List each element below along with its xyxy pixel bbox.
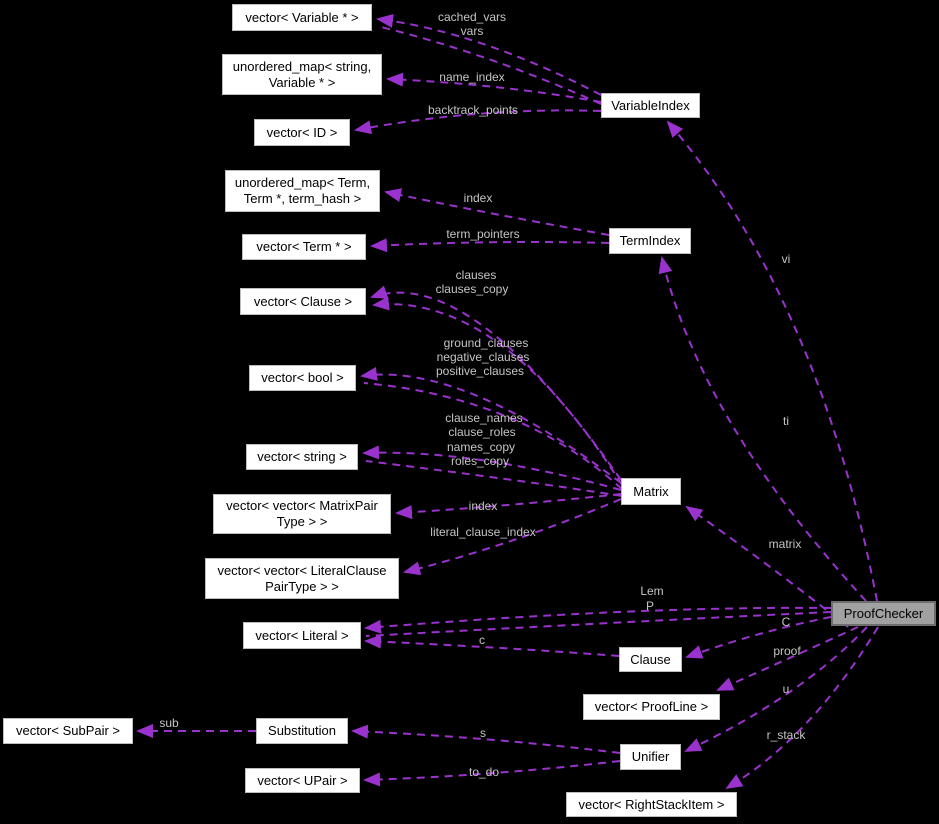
node-vec-literal[interactable]: vector< Literal > — [243, 622, 361, 649]
node-termindex[interactable]: TermIndex — [609, 228, 691, 254]
edge-variableindex-to-vec-variable-ptr — [376, 13, 602, 96]
edge-proofchecker-to-vec-rightstackitem — [725, 626, 879, 790]
node-label: unordered_map< Term, Term *, term_hash > — [234, 175, 371, 206]
node-label: vector< Variable * > — [245, 9, 359, 25]
edge-matrix-to-vec-clause — [372, 296, 623, 486]
node-vec-upair[interactable]: vector< UPair > — [245, 768, 360, 793]
node-label: Unifier — [631, 749, 670, 764]
node-vec-proofline[interactable]: vector< ProofLine > — [583, 694, 720, 720]
edge-matrix-to-vec-vec-literalclausepairtype — [403, 498, 622, 576]
node-variableindex[interactable]: VariableIndex — [601, 93, 700, 118]
node-label: Clause — [630, 651, 671, 667]
node-substitution[interactable]: Substitution — [256, 718, 348, 744]
node-label: vector< string > — [257, 449, 347, 464]
node-umap-string-variable[interactable]: unordered_map< string, Variable * > — [222, 54, 382, 95]
edge-matrix-to-vec-string — [362, 445, 622, 491]
node-label: unordered_map< string, Variable * > — [232, 58, 372, 90]
node-label: vector< ID > — [266, 124, 338, 140]
edge-proofchecker-to-vec-literal — [364, 606, 832, 634]
node-umap-term[interactable]: unordered_map< Term, Term *, term_hash > — [225, 170, 380, 212]
edge-proofchecker-to-unifier — [684, 626, 868, 752]
node-label: vector< Clause > — [253, 293, 353, 309]
node-vec-string[interactable]: vector< string > — [246, 444, 358, 470]
edge-matrix-to-vec-bool — [360, 366, 622, 484]
node-unifier[interactable]: Unifier — [620, 744, 681, 770]
node-label: vector< UPair > — [257, 772, 348, 788]
edge-clause-to-vec-literal — [364, 634, 620, 657]
edge-matrix-to-vec-string — [365, 460, 623, 497]
node-label: Matrix — [633, 483, 669, 499]
node-label: TermIndex — [619, 233, 681, 248]
node-matrix[interactable]: Matrix — [621, 478, 681, 505]
node-label: vector< Literal > — [255, 627, 349, 643]
node-label: VariableIndex — [611, 97, 690, 113]
edge-matrix-to-vec-clause — [370, 285, 622, 481]
node-vec-bool[interactable]: vector< bool > — [249, 365, 356, 391]
edge-unifier-to-vec-upair — [363, 760, 621, 787]
node-proofchecker: ProofChecker — [831, 601, 936, 626]
edge-variableindex-to-umap-string-variable — [386, 72, 602, 103]
node-label: vector< vector< MatrixPair Type > > — [226, 498, 378, 529]
edge-proofchecker-to-termindex — [658, 256, 867, 602]
node-label: vector< Term * > — [256, 239, 352, 254]
node-vec-subpair[interactable]: vector< SubPair > — [3, 718, 133, 744]
node-vec-vec-matrixpairtype[interactable]: vector< vector< MatrixPair Type > > — [213, 494, 391, 534]
node-label: ProofChecker — [843, 605, 924, 621]
edge-proofchecker-to-variableindex — [666, 120, 878, 602]
node-vec-id[interactable]: vector< ID > — [254, 119, 350, 146]
node-label: vector< RightStackItem > — [578, 796, 725, 812]
edge-matrix-to-vec-vec-matrixpairtype — [395, 493, 622, 520]
edge-variableindex-to-vec-id — [354, 109, 602, 135]
node-label: vector< SubPair > — [15, 723, 121, 738]
edge-matrix-to-vec-bool — [363, 382, 623, 490]
node-vec-variable-ptr[interactable]: vector< Variable * > — [232, 4, 372, 31]
node-label: vector< ProofLine > — [594, 699, 709, 714]
edge-unifier-to-substitution — [351, 724, 621, 754]
node-vec-clause[interactable]: vector< Clause > — [240, 288, 366, 315]
edge-variableindex-to-vec-variable-ptr — [380, 26, 602, 105]
edge-proofchecker-to-vec-proofline — [716, 626, 859, 691]
node-clause[interactable]: Clause — [619, 647, 682, 672]
node-vec-rightstackitem[interactable]: vector< RightStackItem > — [566, 792, 737, 817]
edge-proofchecker-to-vec-literal — [365, 611, 832, 637]
node-label: vector< bool > — [261, 370, 344, 385]
node-vec-vec-literalclausepairtype[interactable]: vector< vector< LiteralClause PairType >… — [205, 558, 399, 599]
node-label: Substitution — [268, 723, 336, 738]
edge-termindex-to-umap-term — [384, 188, 610, 236]
node-vec-term-ptr[interactable]: vector< Term * > — [242, 234, 366, 260]
edge-termindex-to-vec-term-ptr — [370, 238, 610, 253]
node-label: vector< vector< LiteralClause PairType >… — [217, 562, 387, 594]
edge-proofchecker-to-matrix — [685, 505, 849, 628]
edge-proofchecker-to-clause — [685, 616, 832, 659]
